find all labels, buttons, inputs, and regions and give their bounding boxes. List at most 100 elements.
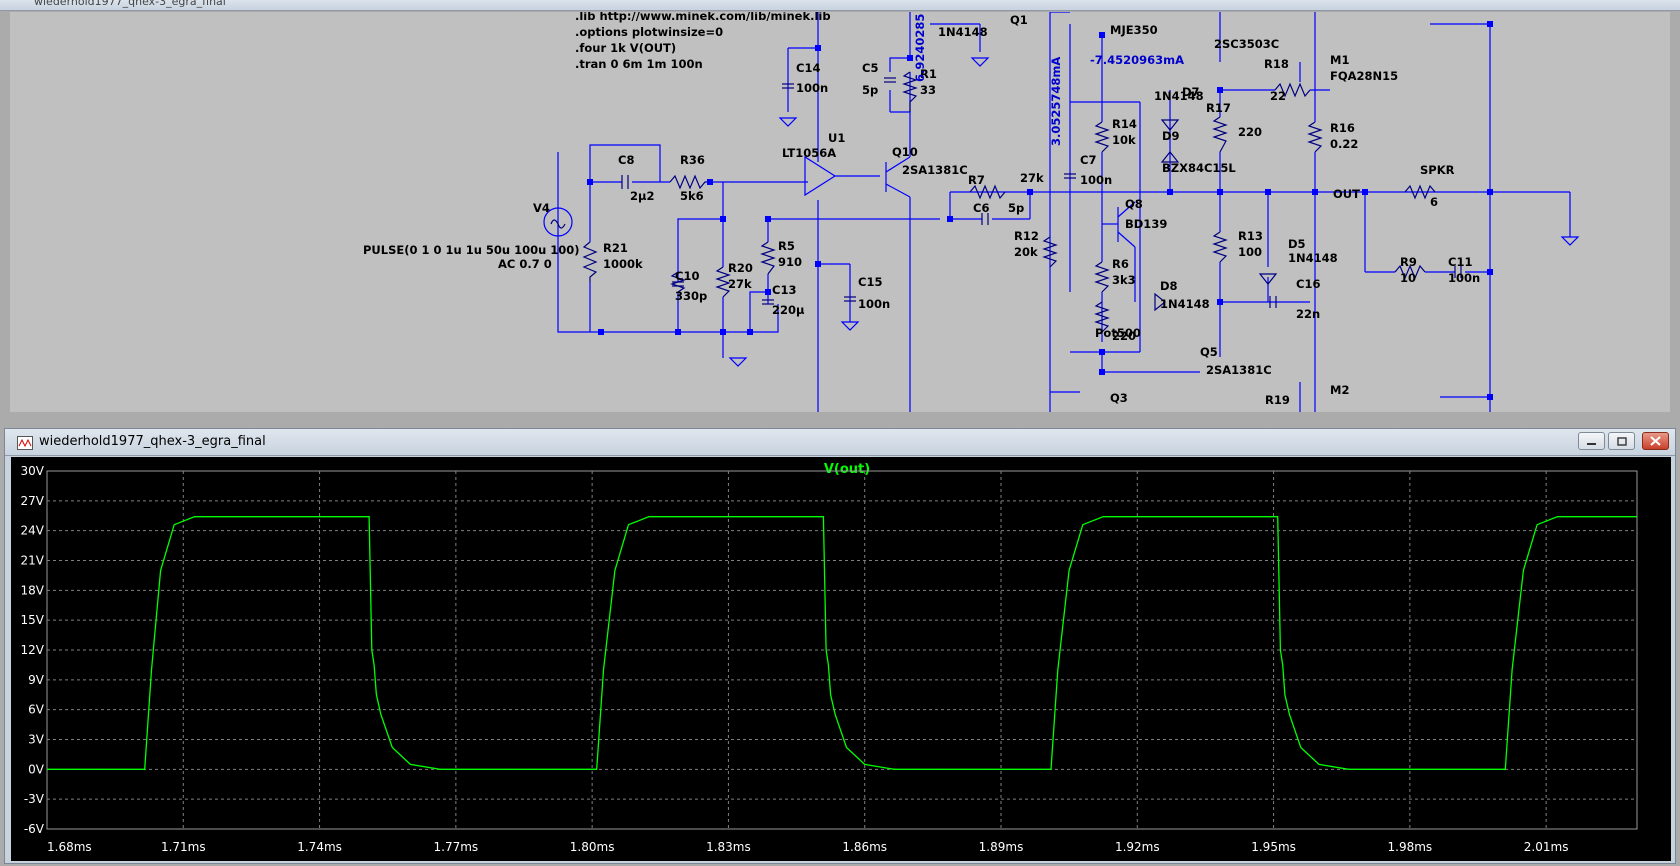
y-tick-label: 3V bbox=[28, 733, 45, 747]
component-value: 910 bbox=[778, 255, 802, 269]
net-label-out: OUT bbox=[1333, 187, 1360, 201]
component-value: 2SA1381C bbox=[902, 163, 968, 177]
schematic-canvas[interactable]: .lib http://www.minek.com/lib/minek.lib.… bbox=[10, 12, 1670, 412]
component-value: 1N4148 bbox=[1288, 251, 1338, 265]
component-value: 1000k bbox=[603, 257, 643, 271]
component-value: 22n bbox=[1296, 307, 1320, 321]
close-button[interactable] bbox=[1642, 432, 1669, 450]
component-ref: R16 bbox=[1330, 121, 1355, 135]
y-tick-label: 30V bbox=[21, 464, 45, 478]
close-icon bbox=[1650, 436, 1661, 446]
component-ref: D8 bbox=[1160, 279, 1178, 293]
component-value: 2µ2 bbox=[630, 189, 654, 203]
component-ref: C5 bbox=[862, 61, 878, 75]
y-tick-label: -3V bbox=[24, 792, 45, 806]
component-value: FQA28N15 bbox=[1330, 69, 1398, 83]
x-tick-label: 1.98ms bbox=[1388, 840, 1433, 854]
y-tick-label: 24V bbox=[21, 524, 45, 538]
y-tick-label: -6V bbox=[24, 822, 45, 836]
x-tick-label: 2.01ms bbox=[1524, 840, 1569, 854]
trace-v-out[interactable] bbox=[47, 516, 1637, 770]
component-ref: C13 bbox=[772, 283, 796, 297]
minimize-icon bbox=[1587, 443, 1596, 445]
schematic-labels: .lib http://www.minek.com/lib/minek.lib.… bbox=[363, 12, 1480, 407]
component-ref: C10 bbox=[675, 269, 699, 283]
y-tick-label: 18V bbox=[21, 583, 45, 597]
component-ref: R5 bbox=[778, 239, 795, 253]
component-value: 220µ bbox=[772, 303, 805, 317]
component-ref: R7 bbox=[968, 173, 985, 187]
component-value: 33 bbox=[920, 83, 936, 97]
schematic-drawing: .lib http://www.minek.com/lib/minek.lib.… bbox=[363, 12, 1580, 412]
component-value: BD139 bbox=[1125, 217, 1167, 231]
source-ac: AC 0.7 0 bbox=[498, 257, 552, 271]
x-tick-label: 1.77ms bbox=[434, 840, 479, 854]
component-value: 20k bbox=[1014, 245, 1038, 259]
component-value: 2SA1381C bbox=[1206, 363, 1272, 377]
component-value: BZX84C15L bbox=[1162, 161, 1236, 175]
component-value: 220 bbox=[1112, 329, 1136, 343]
component-ref: C15 bbox=[858, 275, 882, 289]
y-tick-label: 15V bbox=[21, 613, 45, 627]
maximize-button[interactable] bbox=[1608, 432, 1635, 450]
component-ref: MJE350 bbox=[1110, 23, 1158, 37]
schematic-window[interactable]: .lib http://www.minek.com/lib/minek.lib.… bbox=[0, 0, 1680, 420]
x-tick-label: 1.74ms bbox=[297, 840, 342, 854]
x-tick-label: 1.68ms bbox=[47, 840, 92, 854]
component-ref: D7 bbox=[1182, 85, 1200, 99]
diode-label: 1N4148 bbox=[938, 25, 988, 39]
component-value: 100n bbox=[858, 297, 890, 311]
y-tick-label: 27V bbox=[21, 494, 45, 508]
x-tick-label: 1.86ms bbox=[842, 840, 887, 854]
component-value: 22 bbox=[1270, 89, 1286, 103]
component-ref: R36 bbox=[680, 153, 705, 167]
component-ref: R1 bbox=[920, 67, 937, 81]
component-ref: U1 bbox=[828, 131, 845, 145]
spice-directive: .tran 0 6m 1m 100n bbox=[575, 57, 703, 71]
x-tick-label: 1.95ms bbox=[1251, 840, 1296, 854]
component-value: 5p bbox=[1008, 201, 1024, 215]
plot-svg: V(out) 30V27V24V21V18V15V12V9V6V3V0V-3V-… bbox=[21, 462, 1638, 854]
restore-icon bbox=[1617, 437, 1627, 446]
current-readout: 3.0525748mA bbox=[1049, 57, 1063, 146]
plot-titlebar[interactable]: wiederhold1977_qhex-3_egra_final bbox=[5, 429, 1675, 456]
component-ref: 2SC3503C bbox=[1214, 37, 1279, 51]
spice-directive: .options plotwinsize=0 bbox=[575, 25, 723, 39]
x-tick-label: 1.92ms bbox=[1115, 840, 1160, 854]
plot-window[interactable]: wiederhold1977_qhex-3_egra_final V(out) … bbox=[4, 428, 1676, 864]
component-value: 100n bbox=[796, 81, 828, 95]
component-ref: Q1 bbox=[1010, 13, 1028, 27]
component-ref: R6 bbox=[1112, 257, 1129, 271]
component-value: 100 bbox=[1238, 245, 1262, 259]
component-ref: C14 bbox=[796, 61, 820, 75]
component-ref: R12 bbox=[1014, 229, 1039, 243]
component-value: 1N4148 bbox=[1160, 297, 1210, 311]
component-value: 27k bbox=[1020, 171, 1044, 185]
component-ref: Q3 bbox=[1110, 391, 1128, 405]
component-ref: R9 bbox=[1400, 255, 1417, 269]
component-value: 100n bbox=[1080, 173, 1112, 187]
component-ref: R13 bbox=[1238, 229, 1263, 243]
minimize-button[interactable] bbox=[1578, 432, 1605, 450]
schematic-titlebar[interactable]: wiederhold1977_qhex-3_egra_final bbox=[0, 0, 1680, 11]
component-ref: Pot500 bbox=[1095, 326, 1141, 340]
spice-directive: .four 1k V(OUT) bbox=[575, 41, 676, 55]
component-ref: Q10 bbox=[892, 145, 918, 159]
component-value: 0.22 bbox=[1330, 137, 1358, 151]
schematic-window-title: wiederhold1977_qhex-3_egra_final bbox=[34, 0, 226, 8]
x-tick-label: 1.80ms bbox=[570, 840, 615, 854]
component-value: 3k3 bbox=[1112, 273, 1136, 287]
source-ref: V4 bbox=[533, 201, 550, 215]
component-ref: Q8 bbox=[1125, 197, 1143, 211]
component-ref: D9 bbox=[1162, 129, 1180, 143]
diode-label: 1N4148 bbox=[1154, 89, 1204, 103]
component-value: 330p bbox=[675, 289, 707, 303]
component-ref: C7 bbox=[1080, 153, 1096, 167]
component-value: 5k6 bbox=[680, 189, 704, 203]
y-tick-label: 6V bbox=[28, 703, 45, 717]
x-tick-label: 1.89ms bbox=[979, 840, 1024, 854]
component-ref: R19 bbox=[1265, 393, 1290, 407]
trace-label[interactable]: V(out) bbox=[824, 462, 870, 477]
component-ref: R21 bbox=[603, 241, 628, 255]
